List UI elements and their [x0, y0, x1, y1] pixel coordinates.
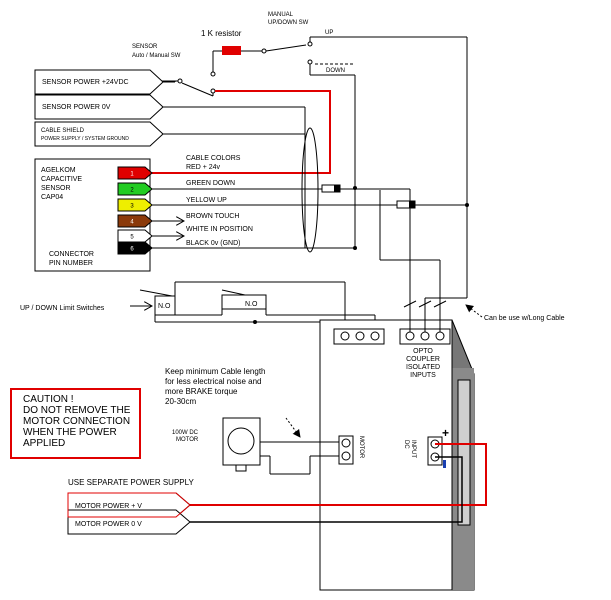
limit-switch-2	[221, 294, 267, 310]
sensor-power-0v-label: SENSOR POWER 0V	[42, 104, 111, 111]
cable-color-red: RED + 24v	[186, 164, 221, 171]
sensor-switch-label: SENSOR	[132, 44, 158, 50]
pin-3-number: 3	[130, 204, 134, 210]
down-label: DOWN	[326, 68, 345, 74]
pin-2-number: 2	[130, 188, 134, 194]
cable-color-white: WHITE IN POSITION	[186, 226, 253, 233]
connector-pins: 1 2 3 4 5 6	[117, 166, 153, 255]
connector-label: CONNECTOR	[49, 251, 94, 258]
opto-line-3: ISOLATED	[406, 364, 440, 371]
dc-input-line-1: DC	[403, 440, 409, 449]
cable-shield-box	[34, 121, 164, 147]
sensor-power-0v-box	[34, 94, 164, 120]
manual-switch-label-2: UP/DOWN SW	[268, 20, 309, 26]
motor-power-0v-box	[67, 509, 191, 535]
cable-color-brown: BROWN TOUCH	[186, 213, 239, 220]
resistor	[222, 46, 241, 55]
cable-shield-label: CABLE SHIELD	[41, 128, 85, 134]
sensor-power-24v-label: SENSOR POWER +24VDC	[42, 79, 129, 86]
limit-switches-label: UP / DOWN Limit Switches	[20, 305, 105, 312]
caution-line-4: WHEN THE POWER	[23, 427, 117, 438]
pin-6-tab	[117, 241, 153, 255]
separate-supply-label: USE SEPARATE POWER SUPPLY	[68, 478, 194, 487]
motor-power-0v-label: MOTOR POWER 0 V	[75, 521, 142, 528]
cable-colors-title: CABLE COLORS	[186, 155, 241, 162]
sensor-line-3: SENSOR	[41, 185, 71, 192]
pin-number-label: PIN NUMBER	[49, 260, 93, 267]
sensor-switch-label-2: Auto / Manual SW	[132, 53, 181, 59]
pin-1-tab	[117, 166, 153, 180]
cable-shield-sub-label: POWER SUPPLY / SYSTEM GROUND	[41, 136, 129, 142]
sensor-line-2: CAPACITIVE	[41, 176, 82, 183]
caution-line-1: CAUTION !	[23, 394, 74, 405]
minus-mark	[443, 460, 446, 468]
cable-note-4: 20-30cm	[165, 397, 196, 406]
pin-3-tab	[117, 198, 153, 212]
up-label: UP	[325, 30, 333, 36]
limit-switch-1	[154, 295, 176, 316]
cable-color-black: BLACK 0v (GND)	[186, 240, 240, 247]
motor-connector-label: MOTOR	[358, 436, 364, 459]
cable-note-3: more BRAKE torque	[165, 387, 238, 396]
long-cable-note: Can be use w/Long Cable	[484, 315, 565, 322]
plus-sign: +	[442, 426, 449, 440]
motor-label-2: MOTOR	[176, 437, 199, 443]
sensor-power-24v-box	[34, 69, 164, 95]
cable-note-2: for less electrical noise and	[165, 377, 262, 386]
pin-4-tab	[117, 214, 153, 228]
opto-line-2: COUPLER	[406, 356, 440, 363]
pin-4-number: 4	[130, 220, 134, 226]
pin-5-tab	[117, 229, 153, 243]
pin-6-number: 6	[130, 247, 134, 253]
manual-switch-label: MANUAL	[268, 12, 294, 18]
pin-2-tab	[117, 182, 153, 196]
caution-line-2: DO NOT REMOVE THE	[23, 405, 131, 416]
resistor-label: 1 K resistor	[201, 29, 242, 38]
pin-1-number: 1	[130, 172, 134, 178]
cable-color-yellow: YELLOW UP	[186, 197, 227, 204]
cable-color-green: GREEN DOWN	[186, 180, 235, 187]
sensor-line-1: AGELKOM	[41, 167, 76, 174]
caution-box: CAUTION ! DO NOT REMOVE THE MOTOR CONNEC…	[10, 388, 141, 459]
opto-line-4: INPUTS	[410, 372, 436, 379]
sensor-line-4: CAP04	[41, 194, 63, 201]
dc-input-line-2: INPUT	[410, 440, 416, 458]
cable-note-1: Keep minimum Cable length	[165, 367, 266, 376]
limit-switch-1-label: N.O	[158, 303, 171, 310]
motor-label-1: 100W DC	[172, 430, 199, 436]
limit-switch-2-label: N.O	[245, 301, 258, 308]
caution-line-3: MOTOR CONNECTION	[23, 416, 131, 427]
pin-5-number: 5	[130, 235, 134, 241]
motor-power-v-label: MOTOR POWER + V	[75, 503, 142, 510]
caution-line-5: APPLIED	[23, 438, 66, 449]
opto-line-1: OPTO	[413, 348, 433, 355]
